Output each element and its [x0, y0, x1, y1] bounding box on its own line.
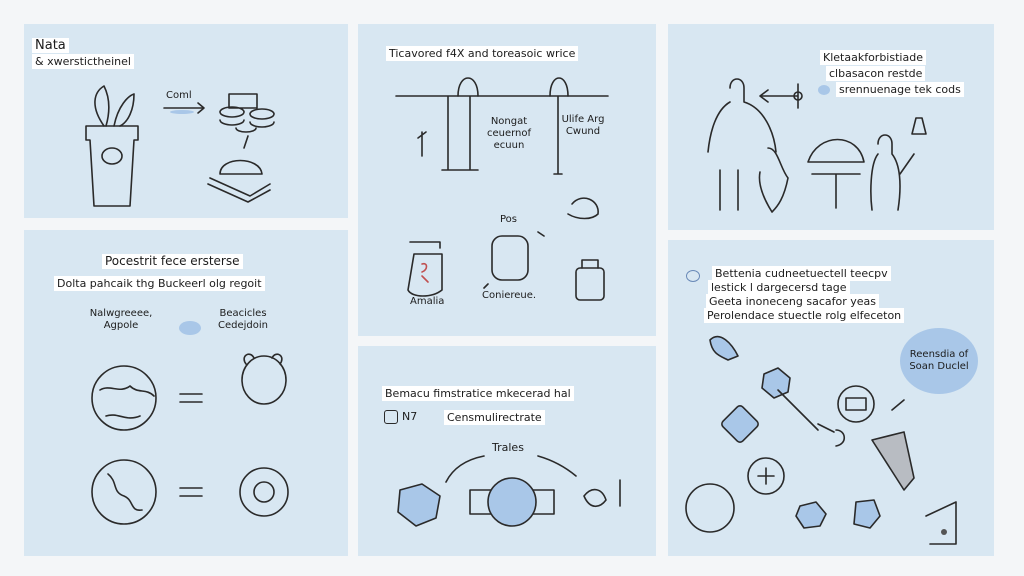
- panel-title: Ticavored f4X and toreasoic wrice: [386, 46, 579, 61]
- panel-pipeline: Ticavored f4X and toreasoic wrice Nongat…: [358, 24, 656, 336]
- left-label: Nalwgreeee, Agpole: [89, 308, 153, 331]
- panel-network: Bemacu fimstratice mkecerad hal N7 Censm…: [358, 346, 656, 556]
- person-node-icon: [685, 483, 735, 533]
- bottle-icon: [575, 267, 605, 301]
- right-label: Ulife Arg Cwund: [561, 114, 605, 137]
- globe-comparison-sketch: [91, 321, 289, 525]
- center-label: Trales: [492, 441, 524, 454]
- plant-to-coins-sketch: [85, 85, 275, 207]
- corner-box-icon: [925, 501, 957, 545]
- code-label: N7: [402, 410, 418, 423]
- equals-icon: [179, 487, 203, 497]
- earth-icon: [91, 459, 157, 525]
- panel-title: Bemacu fimstratice mkecerad hal: [382, 386, 574, 401]
- snail-icon: [567, 197, 599, 220]
- hammer-icon: [871, 431, 915, 491]
- hexagon-icon: [397, 483, 441, 527]
- cup-logo-icon: [101, 147, 123, 165]
- panel-subtitle: Censmulirectrate: [444, 410, 545, 425]
- leaves-icon: [94, 85, 135, 127]
- frame-node-icon: [837, 385, 875, 423]
- arrow-label: Coml: [166, 90, 192, 101]
- equals-icon: [179, 393, 203, 403]
- valve-icon: [457, 77, 569, 97]
- stacked-bowl-icon: [207, 159, 271, 203]
- text-line: Geeta inoneceng sacafor yeas: [706, 294, 880, 309]
- panel-produce: Nata & xwerstictheinel Coml: [24, 24, 348, 218]
- device-icon: [239, 467, 289, 517]
- globe-icon: [91, 365, 157, 431]
- bottom-mid-label: Coniereue.: [482, 290, 537, 301]
- text-line: lestick l dargecersd tage: [708, 280, 850, 295]
- right-label: Beacicles Cedejdoin: [218, 308, 268, 331]
- bottom-left-label: Amalia: [410, 296, 445, 307]
- text-line: Kletaakforbistiade: [820, 50, 926, 65]
- plus-node-icon: [747, 457, 785, 495]
- text-line: Perolendace stuectle rolg elfeceton: [704, 308, 905, 323]
- map-sketch: [685, 335, 957, 545]
- person-icon: [707, 78, 777, 211]
- fish-icon: [709, 335, 739, 361]
- panel-title: Pocestrit fece ersterse: [102, 254, 243, 269]
- people-sketch: [707, 78, 927, 213]
- panel-subtitle: Dolta pahcaik thg Buckeerl olg regoit: [54, 276, 265, 291]
- callout-bubble: Reensdia of Soan Duclel: [900, 328, 978, 394]
- bottom-mid-top-label: Pos: [500, 214, 518, 225]
- panel-subtitle: & xwerstictheinel: [32, 54, 134, 69]
- globe-icon: [487, 477, 537, 527]
- hex-node-icon: [721, 405, 759, 443]
- pipe-sketch: [395, 77, 609, 301]
- coins-icon: [219, 93, 275, 133]
- creature-icon: [241, 353, 287, 405]
- hex-node-icon: [761, 367, 791, 399]
- text-line: srennuenage tek cods: [836, 82, 964, 97]
- text-line: clbasacon restde: [826, 66, 926, 81]
- pipe-line: [395, 95, 609, 175]
- hex-node-icon: [795, 501, 827, 529]
- jar-icon: [491, 235, 529, 281]
- mid-label: Nongat ceuernof ecuun: [486, 116, 532, 151]
- box-icon: [384, 410, 398, 424]
- panel-map: Bettenia cudneetuectell teecpv lestick l…: [668, 240, 994, 556]
- network-sketch: [397, 455, 621, 527]
- panel-process: Pocestrit fece ersterse Dolta pahcaik th…: [24, 230, 348, 556]
- cup-icon: [85, 125, 139, 207]
- faucet-icon: [407, 241, 443, 297]
- brain-icon: [686, 270, 700, 282]
- hex-node-icon: [853, 499, 881, 529]
- panel-people: Kletaakforbistiade clbasacon restde sren…: [668, 24, 994, 230]
- person-torch-icon: [870, 117, 927, 211]
- text-line: Bettenia cudneetuectell teecpv: [712, 266, 891, 281]
- table-icon: [807, 138, 865, 209]
- panel-title: Nata: [32, 38, 69, 53]
- arrow-icon: [163, 102, 205, 114]
- child-icon: [758, 147, 789, 213]
